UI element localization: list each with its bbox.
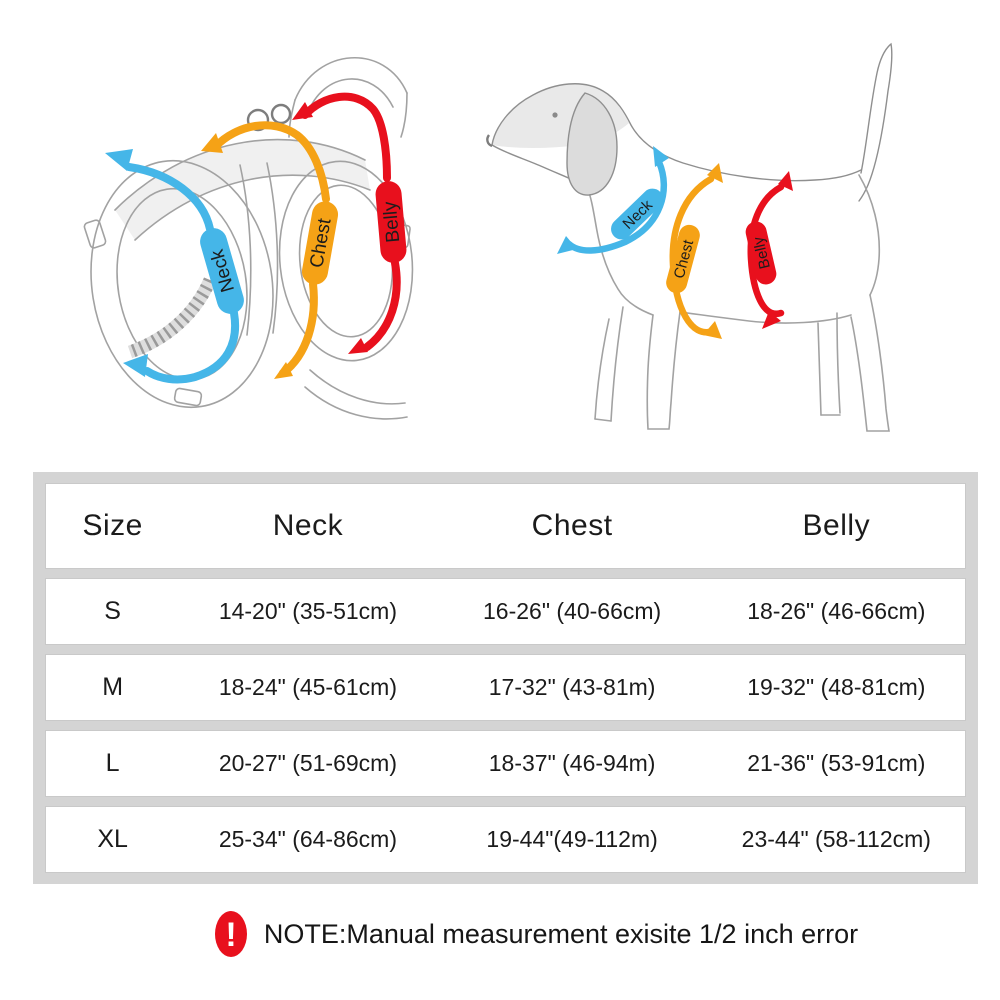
- alert-glyph: !: [225, 916, 236, 954]
- cell-belly: 18-26" (46-66cm): [747, 598, 926, 624]
- cell-neck: 20-27" (51-69cm): [218, 750, 397, 776]
- harness-illustration: Neck Chest Belly: [83, 57, 414, 420]
- d-ring: [246, 108, 270, 132]
- dog-neck-arrow: Neck: [557, 146, 669, 254]
- header-neck: Neck: [272, 509, 344, 542]
- harness-saddle-shade: [115, 139, 370, 240]
- table-row-xl: XL 25-34" (64-86cm) 19-44"(49-112m) 23-4…: [45, 806, 966, 873]
- cell-neck: 18-24" (45-61cm): [218, 674, 397, 700]
- cell-size: XL: [97, 825, 128, 853]
- alert-icon: !: [214, 911, 247, 957]
- arrowhead: [292, 102, 313, 120]
- cell-neck: 14-20" (35-51cm): [218, 598, 397, 624]
- arrowhead: [557, 236, 577, 254]
- arrowhead: [762, 311, 781, 329]
- dog-belly-label: Belly: [750, 235, 774, 271]
- cell-neck: 25-34" (64-86cm): [218, 826, 397, 852]
- dog-illustration: Neck Chest Belly: [486, 42, 893, 432]
- cell-size: S: [104, 597, 121, 625]
- arrowhead: [703, 321, 722, 339]
- arrowhead: [105, 149, 133, 171]
- cell-size: M: [102, 673, 124, 701]
- cell-belly: 23-44" (58-112cm): [741, 826, 931, 852]
- table-row-l: L 20-27" (51-69cm) 18-37" (46-94m) 21-36…: [45, 730, 966, 797]
- table-row-m: M 18-24" (45-61cm) 17-32" (43-81m) 19-32…: [45, 654, 966, 721]
- cell-chest: 17-32" (43-81m): [488, 674, 656, 700]
- header-belly: Belly: [802, 509, 871, 542]
- harness-belly-arrow: Belly: [292, 92, 407, 354]
- cell-chest: 16-26" (40-66cm): [483, 598, 662, 624]
- dog-eye: [552, 112, 558, 118]
- harness-belly-pill: Belly: [375, 181, 407, 263]
- arrowhead: [707, 163, 723, 183]
- cell-size: L: [105, 749, 120, 777]
- dog-sketch: [486, 42, 893, 432]
- size-table: Size Neck Chest Belly S 14-20" (35-51cm)…: [33, 472, 978, 884]
- harness-sketch: [83, 57, 414, 420]
- arrowhead: [274, 362, 293, 379]
- dog-chest-arrow: Chest: [666, 163, 723, 339]
- dog-belly-arrow: Belly: [745, 171, 793, 329]
- harness-belly-label: Belly: [380, 200, 405, 243]
- table-header-row: Size Neck Chest Belly: [45, 483, 966, 569]
- dog-belly-pill: Belly: [745, 221, 777, 285]
- cell-chest: 19-44"(49-112m): [486, 826, 658, 852]
- note-text: NOTE:Manual measurement exisite 1/2 inch…: [263, 918, 859, 949]
- arrowhead: [778, 171, 793, 191]
- cell-chest: 18-37" (46-94m): [488, 750, 656, 776]
- note-bar: ! NOTE:Manual measurement exisite 1/2 in…: [0, 906, 1000, 962]
- header-size: Size: [82, 509, 143, 542]
- harness-chest-pill: Chest: [301, 201, 339, 285]
- header-chest: Chest: [531, 509, 613, 542]
- d-ring: [270, 103, 292, 125]
- cell-belly: 19-32" (48-81cm): [747, 674, 926, 700]
- arrowhead: [653, 146, 669, 167]
- table-row-s: S 14-20" (35-51cm) 16-26" (40-66cm) 18-2…: [45, 578, 966, 645]
- arrowhead: [348, 338, 368, 354]
- harness-chest-arrow: Chest: [201, 121, 339, 379]
- dog-ear: [566, 92, 618, 196]
- arrowhead: [201, 133, 223, 153]
- cell-belly: 21-36" (53-91cm): [747, 750, 926, 776]
- arrowhead: [123, 354, 148, 377]
